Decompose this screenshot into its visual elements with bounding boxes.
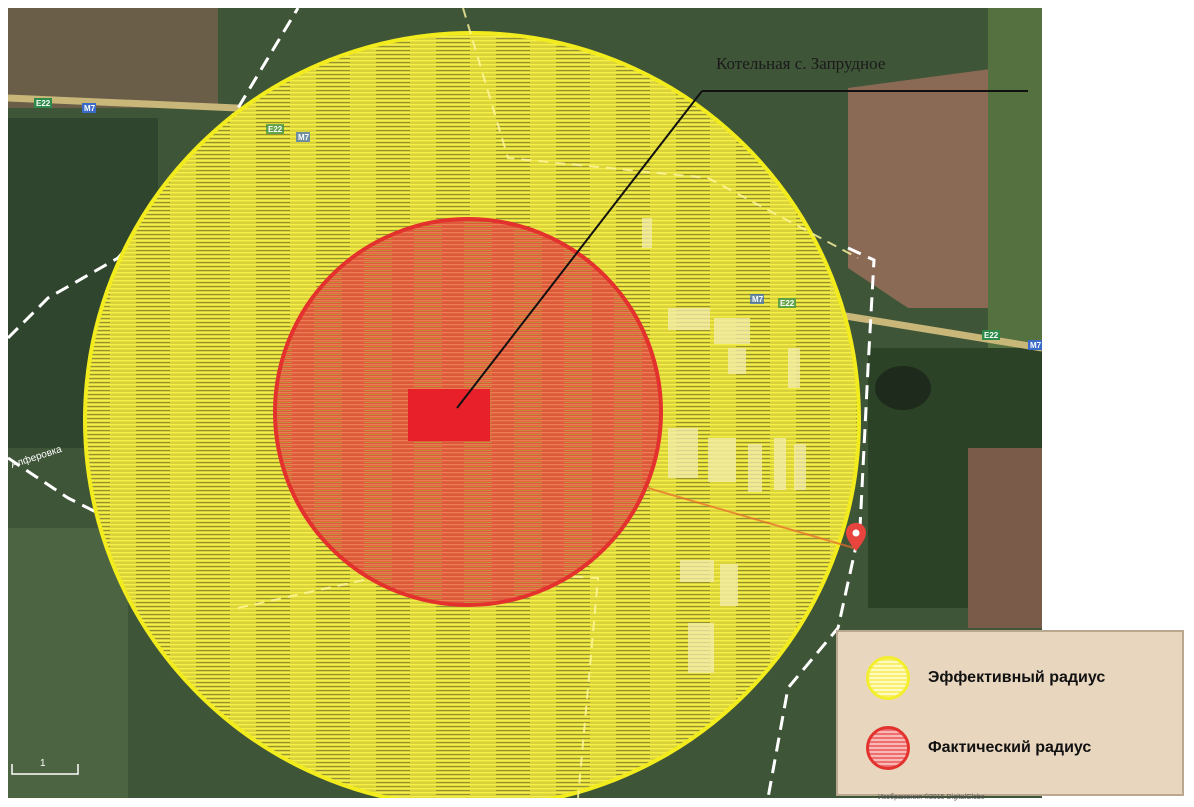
red-circle-icon (866, 726, 910, 770)
road-label: E22 (780, 299, 795, 308)
route-line (647, 487, 855, 549)
field-top-left (8, 8, 218, 108)
yellow-circle-icon (866, 656, 910, 700)
location-pin-icon[interactable] (846, 523, 866, 551)
boundary-line (462, 8, 859, 259)
village-buildings (642, 218, 806, 673)
road-label: M7 (752, 295, 764, 304)
field-bottom-right (968, 448, 1042, 628)
scale-bar (11, 764, 79, 775)
boiler-house-marker[interactable] (408, 389, 490, 441)
scale-label: 1 (40, 758, 46, 769)
callout-leader-line (456, 90, 703, 409)
road-label: M7 (84, 104, 96, 113)
satellite-map[interactable]: E22 M7 E22 M7 M7 E22 E22 M7 Алферовка 1 (8, 8, 1042, 798)
pond (875, 366, 931, 410)
legend-label: Эффективный радиус (928, 669, 1106, 686)
road-label: E22 (268, 125, 283, 134)
road-label: E22 (36, 99, 51, 108)
legend-item-actual-radius: Фактический радиус (866, 726, 1091, 770)
field-top-right (848, 68, 998, 308)
boiler-house-label: Котельная с. Запрудное (716, 54, 886, 73)
field-bottom-left (8, 528, 128, 798)
field-right-green (988, 8, 1042, 348)
road-label: M7 (1030, 341, 1042, 350)
road-label: M7 (298, 133, 310, 142)
legend-label: Фактический радиус (928, 739, 1092, 756)
map-copyright: Изображения ©2015 DigitalGlobe (878, 794, 985, 801)
legend-panel: Эффективный радиус Фактический радиус (836, 630, 1184, 796)
legend-item-effective-radius: Эффективный радиус (866, 656, 1105, 700)
road-label: E22 (984, 331, 999, 340)
